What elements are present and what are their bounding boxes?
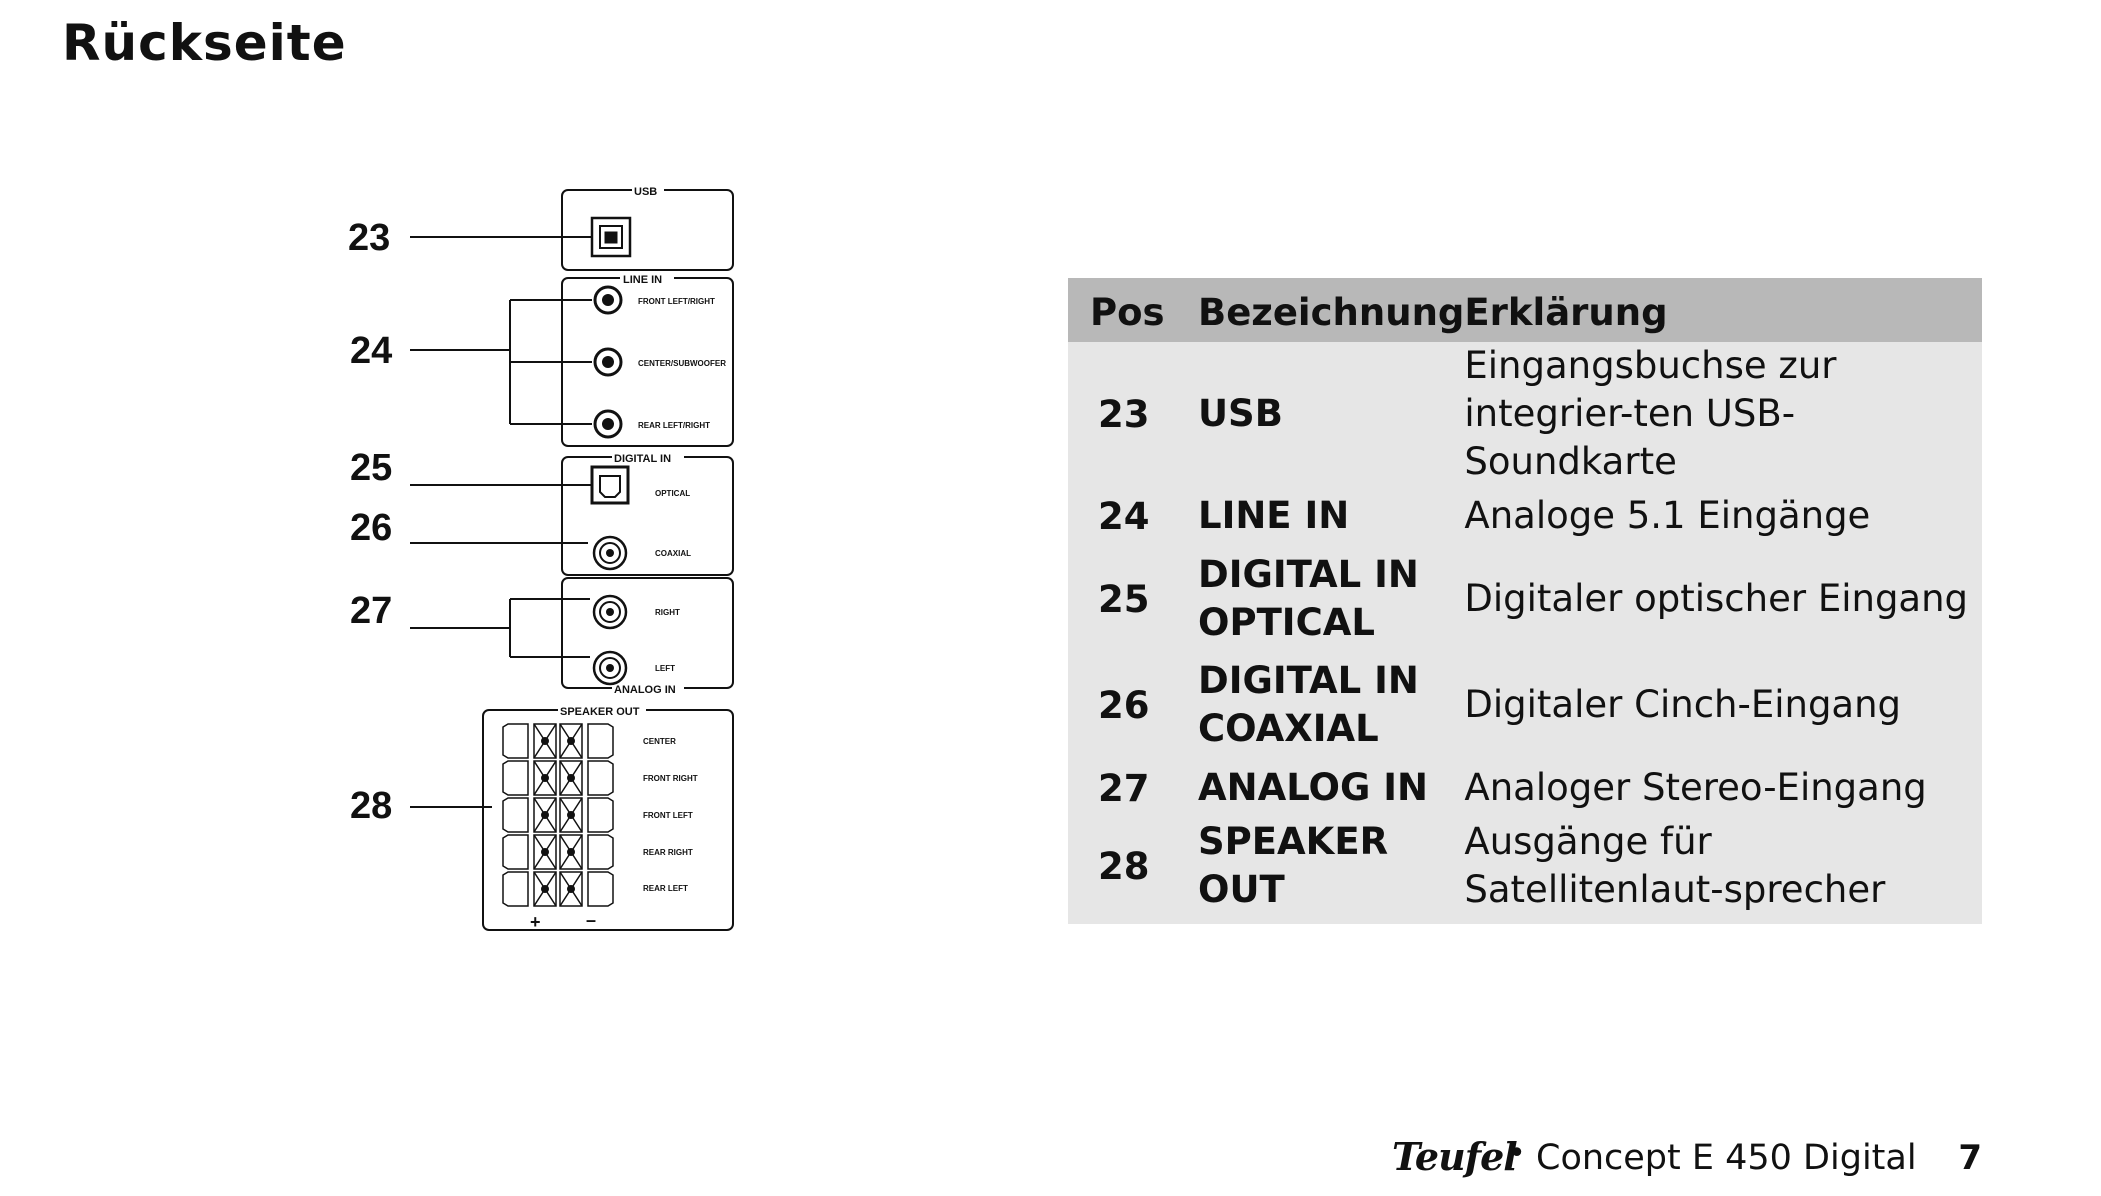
plus-sign: + <box>530 912 541 932</box>
row-desc: Analoger Stereo-Eingang <box>1464 758 1982 818</box>
row-name: ANALOG IN <box>1198 758 1465 818</box>
row-pos: 23 <box>1068 342 1198 486</box>
row-desc: Digitaler Cinch-Eingang <box>1464 652 1982 758</box>
optical-label: OPTICAL <box>655 489 690 498</box>
table-row: 28 SPEAKER OUT Ausgänge für Satellitenla… <box>1068 818 1982 924</box>
table-row: 26 DIGITAL IN COAXIAL Digitaler Cinch-Ei… <box>1068 652 1982 758</box>
callout-28: 28 <box>350 785 392 827</box>
optical-port-icon <box>590 465 630 505</box>
jack-right-icon <box>592 594 628 630</box>
row-pos: 28 <box>1068 818 1198 924</box>
speaker-front-left-label: FRONT LEFT <box>643 811 693 820</box>
row-desc: Digitaler optischer Eingang <box>1464 546 1982 652</box>
speaker-rear-right-label: REAR RIGHT <box>643 848 693 857</box>
digital-in-panel-label: DIGITAL IN <box>614 453 671 465</box>
teufel-logo: Teufel <box>1392 1134 1518 1179</box>
front-left-right-label: FRONT LEFT/RIGHT <box>638 297 715 306</box>
callout-24: 24 <box>350 330 392 372</box>
bracket-27 <box>509 598 590 658</box>
row-pos: 27 <box>1068 758 1198 818</box>
usb-panel-label: USB <box>634 186 657 198</box>
row-desc: Analoge 5.1 Eingänge <box>1464 486 1982 546</box>
table-row: 24 LINE IN Analoge 5.1 Eingänge <box>1068 486 1982 546</box>
center-subwoofer-label: CENTER/SUBWOOFER <box>638 359 726 368</box>
analog-in-panel-label: ANALOG IN <box>614 684 676 696</box>
table-row: 25 DIGITAL IN OPTICAL Digitaler optische… <box>1068 546 1982 652</box>
speaker-terminals-icon <box>502 723 614 907</box>
callout-23: 23 <box>348 217 390 259</box>
speaker-out-panel-label: SPEAKER OUT <box>560 706 640 718</box>
row-pos: 25 <box>1068 546 1198 652</box>
bracket-24 <box>509 299 592 425</box>
right-label: RIGHT <box>655 608 680 617</box>
speaker-rear-left-label: REAR LEFT <box>643 884 688 893</box>
digital-in-panel <box>561 456 734 576</box>
row-name: LINE IN <box>1198 486 1465 546</box>
jack-center-icon <box>593 347 623 377</box>
jack-rear-icon <box>593 409 623 439</box>
minus-sign: – <box>586 910 596 930</box>
left-label: LEFT <box>655 664 675 673</box>
callout-27: 27 <box>350 590 392 632</box>
table-header-row: Pos Bezeichnung Erklärung <box>1068 278 1982 342</box>
speaker-center-label: CENTER <box>643 737 676 746</box>
callout-26: 26 <box>350 507 392 549</box>
row-name: DIGITAL IN COAXIAL <box>1198 652 1465 758</box>
page-title: Rückseite <box>62 14 347 72</box>
header-name: Bezeichnung <box>1198 278 1465 342</box>
row-pos: 24 <box>1068 486 1198 546</box>
terminal-row <box>502 723 614 759</box>
row-name: SPEAKER OUT <box>1198 818 1465 924</box>
table-row: 23 USB Eingangsbuchse zur integrier-ten … <box>1068 342 1982 486</box>
analog-in-panel <box>561 577 734 689</box>
jack-front-icon <box>593 285 623 315</box>
rear-left-right-label: REAR LEFT/RIGHT <box>638 421 710 430</box>
table-row: 27 ANALOG IN Analoger Stereo-Eingang <box>1068 758 1982 818</box>
rear-panel-diagram: 23 24 25 26 27 28 USB LINE IN DIGITAL IN… <box>348 184 734 932</box>
header-desc: Erklärung <box>1464 278 1982 342</box>
line-in-panel-label: LINE IN <box>623 274 662 286</box>
coaxial-jack-icon <box>592 535 628 571</box>
callout-25: 25 <box>350 447 392 489</box>
page-number: 7 <box>1958 1138 1982 1178</box>
coaxial-label: COAXIAL <box>655 549 691 558</box>
footer-bullet: • <box>1508 1136 1526 1171</box>
usb-port-icon <box>590 216 632 258</box>
row-desc: Ausgänge für Satellitenlaut-sprecher <box>1464 818 1982 924</box>
header-pos: Pos <box>1068 278 1198 342</box>
page-footer: Teufel • Concept E 450 Digital 7 <box>1390 1130 1982 1190</box>
usb-panel <box>561 189 734 271</box>
row-name: DIGITAL IN OPTICAL <box>1198 546 1465 652</box>
speaker-front-right-label: FRONT RIGHT <box>643 774 698 783</box>
row-name: USB <box>1198 342 1465 486</box>
connections-table: Pos Bezeichnung Erklärung 23 USB Eingang… <box>1068 278 1982 924</box>
row-desc: Eingangsbuchse zur integrier-ten USB-Sou… <box>1464 342 1982 486</box>
connections-table-wrapper: Pos Bezeichnung Erklärung 23 USB Eingang… <box>1068 278 1982 924</box>
row-pos: 26 <box>1068 652 1198 758</box>
product-name: Concept E 450 Digital <box>1536 1138 1917 1178</box>
jack-left-icon <box>592 650 628 686</box>
